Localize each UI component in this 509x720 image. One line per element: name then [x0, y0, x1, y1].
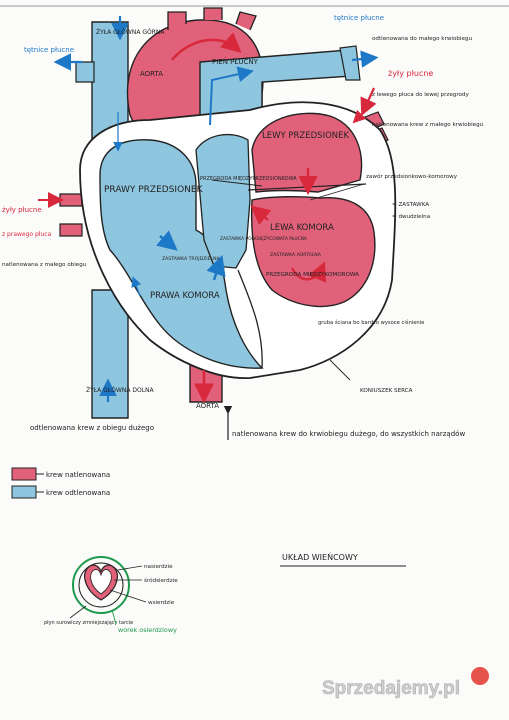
label-thick-wall: gruba ściana bo bardzo wysoce ciśnienie — [318, 319, 424, 326]
label-deoxy-from-big: odtlenowana krew z obiegu dużego — [30, 424, 154, 432]
lv-swirl-arrow — [290, 261, 327, 283]
label-vena-cava-inferior: ŻYŁA GŁÓWNA DOLNA — [86, 387, 155, 394]
aorta-branch-2 — [203, 7, 223, 20]
right-heart-chambers — [99, 139, 264, 369]
pulmonary-artery-right-end — [339, 45, 361, 81]
pulm-right-outflow-arrow — [351, 50, 379, 68]
legend-label-deoxygenated: krew odtlenowana — [46, 489, 110, 497]
label-pulm-veins-right: żyły płucne — [388, 69, 433, 78]
label-mitral-eq: = dwudzielna — [392, 214, 430, 220]
label-tricuspid-valve: ZASTAWKA TRÓJDZIELNA — [162, 255, 221, 262]
label-left-ventricle: LEWA KOMORA — [270, 223, 334, 233]
pulm-valve-flow-arrow — [206, 254, 226, 281]
legend-swatch-deoxygenated — [11, 485, 37, 499]
aortic-arch-arrow — [171, 32, 242, 61]
label-right-ventricle: PRAWA KOMORA — [150, 291, 220, 301]
coronary-title: UKŁAD WIEŃCOWY — [282, 551, 358, 562]
label-mitral-note: zawór przedsionkowo-komorowy — [366, 173, 458, 180]
small-heart-inner — [90, 569, 112, 595]
pericardial-space — [78, 562, 124, 608]
label-oxy-to-big: natlenowana krew do krwiobiegu dużego, d… — [232, 430, 465, 438]
septum-pointer — [211, 179, 263, 187]
label-pulmonary-trunk: PIEŃ PŁUCNY — [212, 57, 259, 66]
pulm-vein-right-arrow-2 — [352, 103, 373, 124]
label-oxy-from-small-left: natlenowana z małego obiegu — [2, 262, 87, 268]
left-atrium — [251, 112, 363, 193]
aorta-branch-3 — [235, 11, 257, 31]
label-pulm-arteries-left: tętnice płucne — [24, 46, 74, 54]
label-pulm-arteries-right: tętnice płucne — [334, 14, 384, 22]
apex-pointer — [329, 359, 351, 381]
label-from-left-lung: z lewego płuca do lewej przegrody — [372, 92, 469, 98]
pulmonary-vein-left-1 — [59, 193, 83, 207]
label-aortic-valve: ZASTAWKA AORTALNA — [270, 252, 322, 258]
legend: krew natlenowana krew odtlenowana — [11, 467, 110, 499]
label-interventricular-septum: PRZEGRODA MIĘDZYKOMOROWA — [266, 272, 359, 278]
label-pulm-veins-left: żyły płucne — [2, 206, 42, 214]
aorta-branch-1 — [167, 11, 187, 30]
label-aorta-top: AORTA — [140, 70, 163, 78]
label-deoxy-to-small: odtlenowana do małego krwiobiegu — [372, 36, 472, 42]
pulmonary-artery-left-stub — [75, 61, 95, 83]
coronary-layer-endocardium: wsierdzie — [148, 600, 175, 606]
label-vena-cava-superior: ŻYŁA GŁÓWNA GÓRNA — [96, 29, 165, 36]
coronary-pericardium-label: worek osierdziowy — [118, 626, 177, 634]
label-valve-eq: = ZASTAWKA — [392, 202, 429, 208]
label-right-atrium: PRAWY PRZEDSIONEK — [104, 185, 204, 195]
legend-swatch-oxygenated — [11, 467, 37, 481]
aortic-valve-arrow — [250, 205, 272, 226]
legend-label-oxygenated: krew natlenowana — [46, 471, 110, 479]
coronary-layer-myocardium: śródsierdzie — [144, 577, 178, 584]
label-aorta-bottom: AORTA — [196, 402, 219, 410]
label-interatrial-septum: PRZEGRODA MIĘDZYPRZEDSIONKOWA — [200, 176, 297, 182]
interventricular-septum-line — [237, 269, 263, 369]
watermark-text: Sprzedajemy.pl — [322, 678, 460, 699]
pulmonary-outflow — [195, 133, 251, 269]
label-from-right-lung: z prawego płuca — [2, 231, 52, 238]
rv-flow-arrow — [131, 276, 142, 297]
coronary-pericardial-fluid: płyn surowiczy zmniejszający tarcie — [44, 620, 133, 626]
coronary-layer-epicardium: nasierdzie — [144, 564, 173, 570]
pulm-vein-right-arrow — [360, 87, 377, 117]
pericardium-circle — [72, 556, 130, 614]
watermark-dot — [471, 667, 489, 685]
tricuspid-flow-arrow — [155, 230, 178, 251]
label-left-atrium: LEWY PRZEDSIONEK — [262, 131, 349, 141]
label-apex: KONIUSZEK SERCA — [360, 388, 413, 394]
mitral-pointer — [309, 183, 365, 201]
pulm-trunk-arrow — [209, 66, 254, 126]
label-oxy-from-small: natlenowana krew z małego krwiobiegu — [372, 122, 484, 128]
pulmonary-vein-left-2 — [59, 223, 83, 237]
label-pulmonary-valve: ZASTAWKA PÓŁKSIĘŻYCOWATA PŁUCNA — [220, 235, 307, 242]
watermark: Sprzedajemy.pl — [322, 667, 489, 699]
